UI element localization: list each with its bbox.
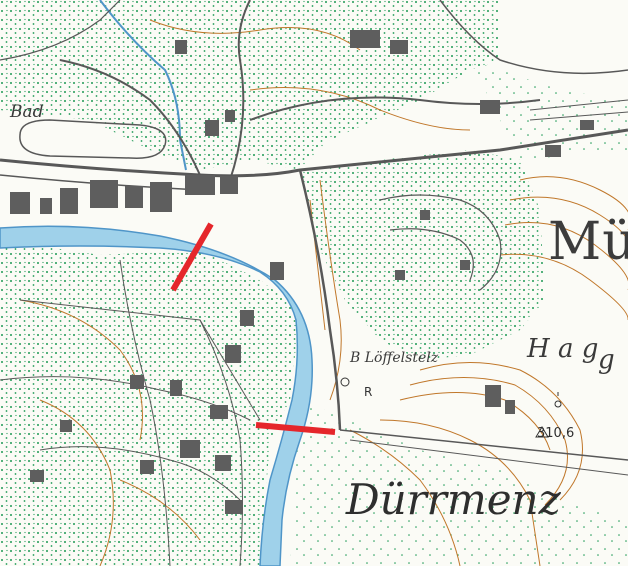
label-hag-continued: g — [598, 345, 615, 375]
contour-lines — [19, 19, 628, 566]
label-loeffelstelz: B Löffelstelz — [350, 350, 439, 366]
red-segment-lower — [255, 422, 336, 435]
red-markers — [170, 222, 336, 435]
label-duerrmenz: Dürrmenz — [346, 475, 561, 524]
label-bad: Bad — [10, 102, 44, 122]
spot-height-label: 310,6 — [537, 426, 575, 441]
label-r: R — [364, 385, 373, 399]
river — [0, 0, 313, 566]
red-segment-upper — [170, 222, 214, 292]
label-hag: H a g — [527, 334, 599, 364]
buildings — [10, 30, 594, 514]
label-town-mu: Mü — [548, 212, 628, 272]
map-symbols — [340, 377, 562, 438]
